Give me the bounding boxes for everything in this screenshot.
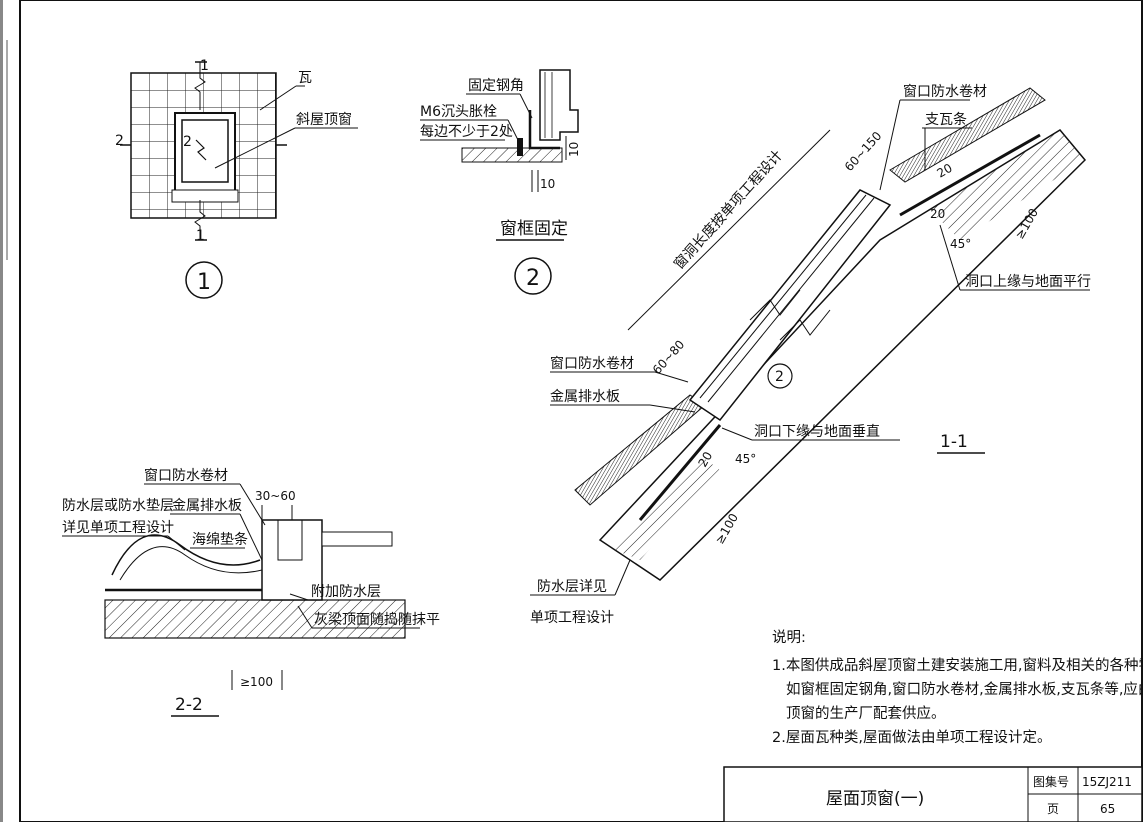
section-mark-left: 2 bbox=[115, 133, 124, 149]
section-2-2-title: 2-2 bbox=[175, 695, 203, 715]
section-mark-inner: 2 bbox=[183, 134, 192, 150]
label-tile: 瓦 bbox=[298, 70, 312, 86]
title-block: 屋面顶窗(一) 图集号 15ZJ211 页 65 bbox=[723, 766, 1143, 822]
substrate bbox=[461, 147, 563, 163]
detail-1-plan: 1 1 2 2 瓦 斜屋顶窗 1 bbox=[115, 58, 358, 299]
label-waterproof-2: 单项工程设计 bbox=[530, 610, 614, 626]
dim-20-a: 20 bbox=[935, 161, 955, 181]
label-lower-edge: 洞口下缘与地面垂直 bbox=[754, 423, 880, 440]
label-wp-1: 防水层或防水垫层 bbox=[62, 498, 174, 514]
window-frame-profile bbox=[539, 69, 579, 141]
detail-number-1: 1 bbox=[197, 270, 211, 295]
roof-tiles-upper bbox=[889, 87, 1046, 183]
label-bolt: M6沉头胀栓 bbox=[420, 104, 497, 120]
concrete-beam bbox=[104, 599, 406, 639]
label-each-side: 每边不少于2处 bbox=[420, 124, 513, 140]
callout-circle bbox=[767, 363, 793, 389]
notes-heading: 说明: bbox=[772, 629, 806, 646]
angle-45-top: 45° bbox=[950, 237, 971, 251]
caption-frame-fixing: 窗框固定 bbox=[500, 219, 568, 239]
label-extra-layer: 附加防水层 bbox=[311, 584, 381, 600]
detail-number-2: 2 bbox=[526, 266, 540, 291]
dim-ge100-22: ≥100 bbox=[240, 675, 273, 689]
detail-2-frame-fixing: 固定钢角 M6沉头胀栓 每边不少于2处 10 10 窗框固定 2 bbox=[420, 69, 581, 295]
page-label: 页 bbox=[1047, 802, 1059, 816]
dim-line-length bbox=[627, 129, 831, 331]
note-line-3: 顶窗的生产厂配套供应。 bbox=[786, 704, 946, 722]
roof-window-glass bbox=[181, 119, 229, 183]
dim-60-80: 60~80 bbox=[650, 337, 688, 377]
note-line-1: 1.本图供成品斜屋顶窗土建安装施工用,窗料及相关的各种零部件, bbox=[772, 656, 1143, 674]
label-waterproof-1: 防水层详见 bbox=[537, 579, 607, 595]
label-flashing: 金属排水板 bbox=[550, 389, 620, 405]
dim-20-b: 20 bbox=[930, 207, 945, 221]
section-mark-top: 1 bbox=[200, 58, 209, 74]
label-roof-window: 斜屋顶窗 bbox=[296, 111, 352, 128]
drawing-title: 屋面顶窗(一) bbox=[826, 789, 924, 809]
atlas-label: 图集号 bbox=[1033, 774, 1069, 789]
dim-10-horizontal: 10 bbox=[540, 177, 555, 191]
note-line-4: 2.屋面瓦种类,屋面做法由单项工程设计定。 bbox=[772, 729, 1051, 746]
section-1-1-title: 1-1 bbox=[940, 432, 968, 452]
note-line-2: 如窗框固定钢角,窗口防水卷材,金属排水板,支瓦条等,应由斜屋 bbox=[786, 680, 1143, 698]
label-flashing-22: 金属排水板 bbox=[172, 498, 242, 514]
label-fixing-angle: 固定钢角 bbox=[468, 78, 524, 94]
label-sponge: 海绵垫条 bbox=[192, 531, 248, 548]
roof-tile-profile bbox=[111, 534, 261, 576]
dim-30-60: 30~60 bbox=[255, 489, 296, 503]
label-wp-2: 详见单项工程设计 bbox=[62, 520, 174, 536]
page-value: 65 bbox=[1100, 802, 1115, 816]
callout-number: 2 bbox=[775, 369, 784, 385]
angle-45-low: 45° bbox=[735, 452, 756, 466]
section-mark-bottom: 1 bbox=[196, 228, 205, 244]
atlas-value: 15ZJ211 bbox=[1082, 775, 1132, 789]
label-batten: 支瓦条 bbox=[925, 111, 967, 128]
label-beam-top: 灰梁顶面随捣随抹平 bbox=[314, 611, 440, 628]
label-membrane-top: 窗口防水卷材 bbox=[903, 83, 987, 100]
dim-10-vertical: 10 bbox=[567, 142, 581, 157]
detail-number-circle-1 bbox=[185, 261, 223, 299]
label-upper-edge: 洞口上缘与地面平行 bbox=[965, 274, 1091, 290]
anchor-bolt bbox=[517, 138, 523, 156]
section-2-2: 30~60 窗口防水卷材 防水层或防水垫层 详见单项工程设计 金属排水板 海绵垫… bbox=[62, 467, 440, 717]
label-membrane: 窗口防水卷材 bbox=[144, 467, 228, 484]
dim-60-150: 60~150 bbox=[842, 129, 885, 174]
section-1-1: 窗洞长度按单项工程设计 60~150 60~80 窗口防水卷材 支瓦条 20 2… bbox=[530, 83, 1091, 626]
notes: 说明: 1.本图供成品斜屋顶窗土建安装施工用,窗料及相关的各种零部件, 如窗框固… bbox=[772, 629, 1143, 746]
label-window-length: 窗洞长度按单项工程设计 bbox=[670, 147, 786, 273]
label-membrane-low: 窗口防水卷材 bbox=[550, 355, 634, 372]
dim-20-c: 20 bbox=[695, 449, 715, 469]
detail-number-circle-2 bbox=[514, 257, 552, 295]
